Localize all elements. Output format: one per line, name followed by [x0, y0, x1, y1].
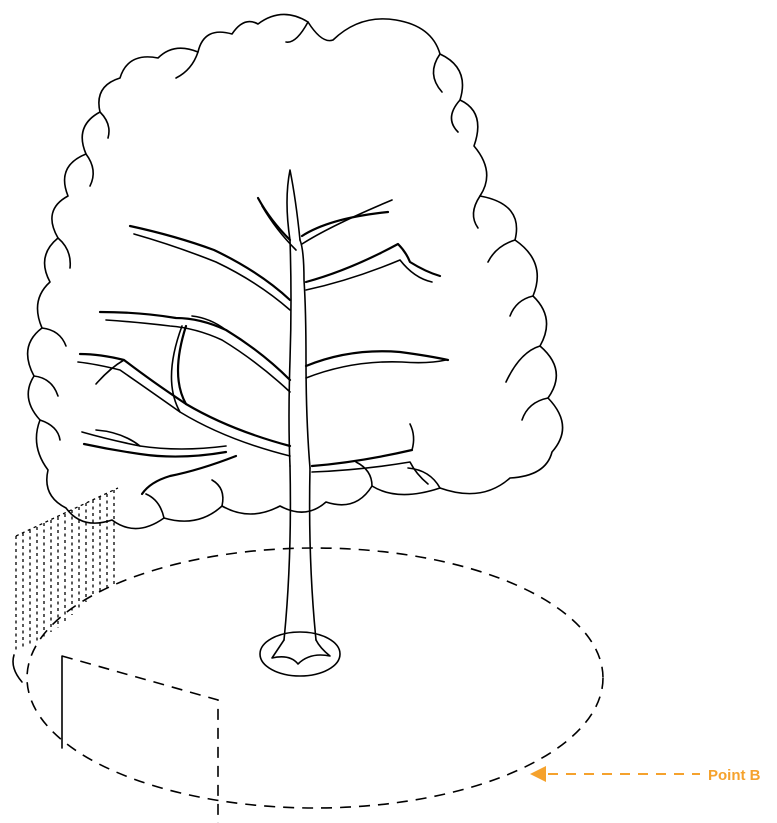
tree-trunk [260, 466, 340, 676]
point-b-label: Point B [708, 767, 761, 784]
tree-canopy [28, 14, 563, 528]
point-b-arrowhead [530, 766, 546, 782]
ground-circle [27, 548, 603, 808]
dotted-wall [13, 488, 118, 682]
point-b-annotation: Point B [530, 766, 761, 784]
cutaway-wedge [62, 656, 218, 823]
tree-branches [78, 170, 448, 494]
